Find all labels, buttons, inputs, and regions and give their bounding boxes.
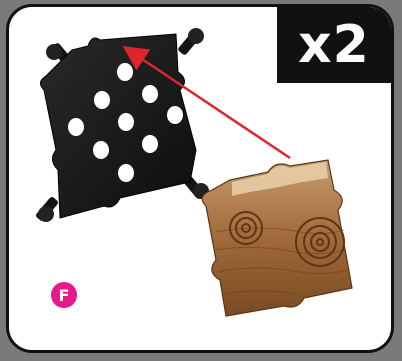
step-letter: F (51, 282, 77, 308)
black-connector-plate-icon (35, 28, 209, 222)
fossil-wood-tile-icon (202, 160, 352, 316)
